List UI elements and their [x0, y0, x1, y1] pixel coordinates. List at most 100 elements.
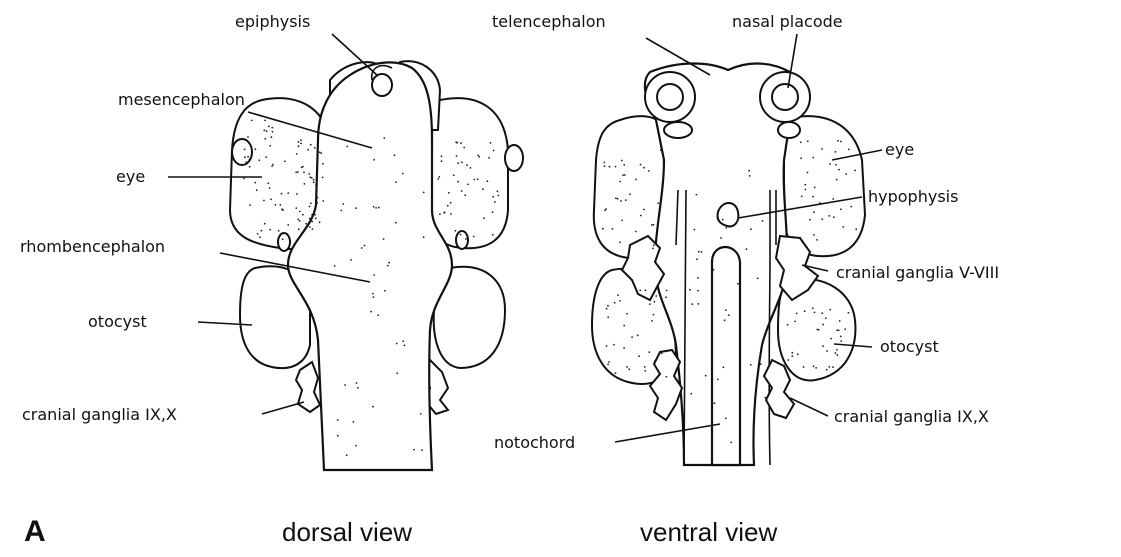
stipple-dot — [626, 313, 628, 315]
stipple-dot — [444, 212, 446, 214]
stipple-dot — [453, 174, 455, 176]
stipple-dot — [319, 221, 321, 223]
label-epiphysis: epiphysis — [235, 12, 310, 31]
stipple-dot — [619, 181, 621, 183]
stipple-dot — [254, 182, 256, 184]
stipple-dot — [265, 156, 267, 158]
stipple-dot — [314, 214, 316, 216]
stipple-dot — [635, 231, 637, 233]
stipple-dot — [713, 269, 715, 271]
stipple-dot — [304, 183, 306, 185]
stipple-dot — [840, 340, 842, 342]
stipple-dot — [275, 204, 277, 206]
stipple-dot — [441, 155, 443, 157]
stipple-dot — [833, 216, 835, 218]
stipple-dot — [815, 367, 817, 369]
stipple-dot — [281, 193, 283, 195]
ventral-nasal-placode-right-inner — [772, 84, 798, 110]
dorsal-embryo — [230, 61, 523, 470]
stipple-dot — [730, 442, 732, 444]
stipple-dot — [840, 208, 842, 210]
stipple-dot — [836, 179, 838, 181]
stipple-dot — [724, 319, 726, 321]
stipple-dot — [315, 184, 317, 186]
panel-letter: A — [24, 515, 46, 548]
stipple-dot — [296, 193, 298, 195]
label-ventral-ganglia-ix-x: cranial ganglia IX,X — [834, 407, 989, 426]
stipple-dot — [490, 142, 492, 144]
stipple-dot — [821, 312, 823, 314]
stipple-dot — [340, 210, 342, 212]
stipple-dot — [456, 155, 458, 157]
stipple-dot — [305, 223, 307, 225]
stipple-dot — [420, 413, 422, 415]
stipple-dot — [660, 149, 662, 151]
stipple-dot — [836, 354, 838, 356]
stipple-dot — [261, 230, 263, 232]
stipple-dot — [463, 147, 465, 149]
stipple-dot — [395, 181, 397, 183]
stipple-dot — [269, 229, 271, 231]
stipple-dot — [497, 195, 499, 197]
stipple-dot — [269, 187, 271, 189]
stipple-dot — [342, 203, 344, 205]
stipple-dot — [404, 345, 406, 347]
stipple-dot — [361, 247, 363, 249]
stipple-dot — [801, 196, 803, 198]
stipple-dot — [470, 167, 472, 169]
label-dorsal-otocyst: otocyst — [88, 312, 147, 331]
stipple-dot — [395, 222, 397, 224]
stipple-dot — [267, 182, 269, 184]
stipple-dot — [746, 248, 748, 250]
stipple-dot — [298, 228, 300, 230]
stipple-dot — [295, 207, 297, 209]
caption-dorsal-view: dorsal view — [282, 517, 412, 547]
stipple-dot — [303, 171, 305, 173]
stipple-dot — [244, 156, 246, 158]
ventral-optic-left — [664, 122, 692, 138]
label-telencephalon: telencephalon — [492, 12, 606, 31]
stipple-dot — [487, 180, 489, 182]
stipple-dot — [264, 223, 266, 225]
stipple-dot — [631, 336, 633, 338]
stipple-dot — [287, 224, 289, 226]
stipple-dot — [492, 196, 494, 198]
stipple-dot — [298, 145, 300, 147]
stipple-dot — [615, 197, 617, 199]
stipple-dot — [649, 303, 651, 305]
stipple-dot — [263, 129, 265, 131]
stipple-dot — [655, 295, 657, 297]
stipple-dot — [725, 418, 727, 420]
stipple-dot — [268, 125, 270, 127]
stipple-dot — [249, 204, 251, 206]
stipple-dot — [812, 196, 814, 198]
stipple-dot — [313, 179, 315, 181]
stipple-dot — [812, 307, 814, 309]
stipple-dot — [624, 174, 626, 176]
stipple-dot — [839, 320, 841, 322]
stipple-dot — [648, 351, 650, 353]
stipple-dot — [623, 347, 625, 349]
stipple-dot — [394, 154, 396, 156]
stipple-dot — [653, 314, 655, 316]
stipple-dot — [437, 178, 439, 180]
stipple-dot — [796, 313, 798, 315]
stipple-dot — [607, 364, 609, 366]
stipple-dot — [450, 202, 452, 204]
stipple-dot — [378, 207, 380, 209]
stipple-dot — [609, 166, 611, 168]
stipple-dot — [622, 174, 624, 176]
stipple-dot — [835, 151, 837, 153]
stipple-dot — [372, 293, 374, 295]
stipple-dot — [666, 376, 668, 378]
stipple-dot — [441, 160, 443, 162]
stipple-dot — [690, 393, 692, 395]
stipple-dot — [298, 141, 300, 143]
stipple-dot — [701, 251, 703, 253]
stipple-dot — [478, 156, 480, 158]
stipple-dot — [307, 149, 309, 151]
stipple-dot — [821, 218, 823, 220]
stipple-dot — [357, 387, 359, 389]
stipple-dot — [809, 219, 811, 221]
stipple-dot — [387, 265, 389, 267]
